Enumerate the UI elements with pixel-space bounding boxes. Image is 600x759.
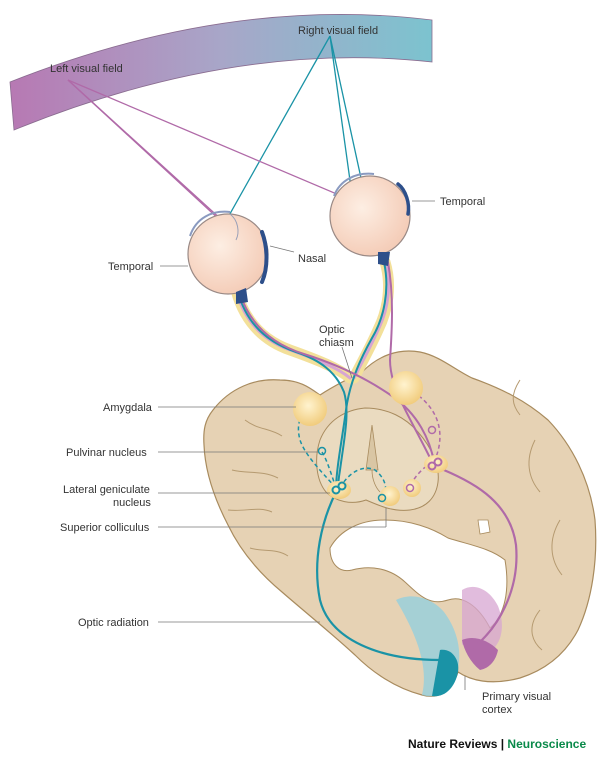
label-optic-chiasm-1: Optic <box>319 324 345 336</box>
primary-visual-cortex <box>396 586 502 697</box>
labels: Right visual field Left visual field Tem… <box>50 25 551 716</box>
leader-lines <box>158 200 466 690</box>
label-temporal-left: Temporal <box>108 261 153 273</box>
label-left-visual-field: Left visual field <box>50 63 123 75</box>
label-optic-chiasm-2: chiasm <box>319 337 354 349</box>
journal-section: Neuroscience <box>507 737 587 751</box>
nuclei <box>293 371 448 506</box>
label-primary-visual-cortex-2: cortex <box>482 704 512 716</box>
amygdala-right <box>389 371 423 405</box>
pulvinar-node-right <box>427 425 437 435</box>
label-superior-colliculus: Superior colliculus <box>60 522 150 534</box>
label-temporal-right: Temporal <box>440 196 485 208</box>
superior-colliculus-right <box>403 479 421 497</box>
right-field-pathway <box>237 261 442 662</box>
label-lgn-1: Lateral geniculate <box>63 484 150 496</box>
left-eye <box>187 210 269 304</box>
label-pulvinar-nucleus: Pulvinar nucleus <box>66 447 147 459</box>
brain-ventricle <box>477 519 491 535</box>
footer-separator: | <box>500 737 505 751</box>
journal-footer: Nature Reviews | Neuroscience <box>408 737 586 751</box>
label-nasal: Nasal <box>298 253 326 265</box>
amygdala-left <box>293 392 327 426</box>
label-amygdala: Amygdala <box>103 402 153 414</box>
pulvinar-node-left <box>317 446 327 456</box>
label-optic-radiation: Optic radiation <box>78 617 149 629</box>
label-primary-visual-cortex-1: Primary visual <box>482 691 551 703</box>
label-right-visual-field: Right visual field <box>298 25 378 37</box>
superior-colliculus-left <box>380 486 400 506</box>
journal-name: Nature Reviews <box>408 737 498 751</box>
label-lgn-2: nucleus <box>113 497 151 509</box>
right-eye <box>329 172 411 266</box>
